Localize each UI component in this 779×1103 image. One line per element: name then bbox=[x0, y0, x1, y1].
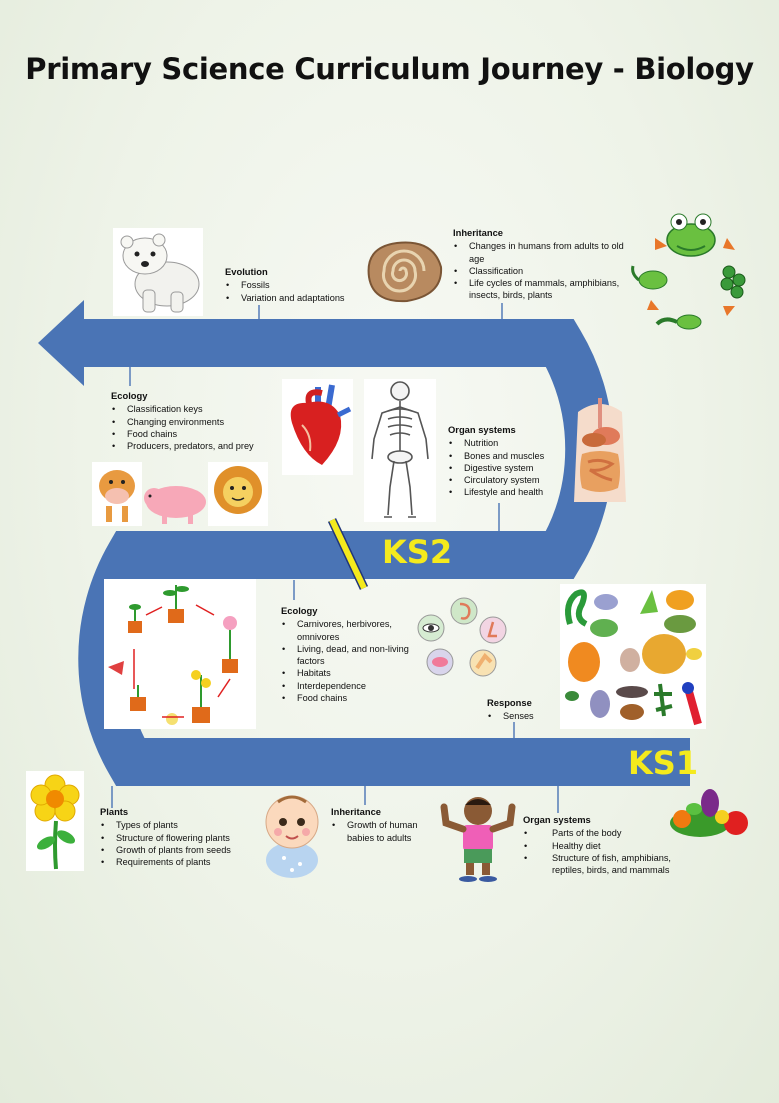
topic-item: Fossils bbox=[225, 279, 365, 292]
topic-item: Producers, predators, and prey bbox=[111, 440, 281, 453]
topic-item: Requirements of plants bbox=[100, 856, 270, 869]
topic-item: Habitats bbox=[281, 667, 411, 680]
topic-item: Life cycles of mammals, amphibians, inse… bbox=[453, 277, 625, 302]
topic-item: Lifestyle and health bbox=[448, 486, 568, 499]
topic-ks2-evolution: Evolution Fossils Variation and adaptati… bbox=[225, 266, 365, 304]
topic-item: Growth of human babies to adults bbox=[331, 819, 435, 844]
topic-item: Structure of flowering plants bbox=[100, 832, 270, 845]
polar-bear-icon bbox=[113, 228, 203, 316]
fossil-icon bbox=[363, 237, 445, 304]
baby-icon bbox=[256, 790, 328, 880]
plant-growth-cycle-icon bbox=[104, 579, 256, 729]
topic-item: Variation and adaptations bbox=[225, 292, 365, 305]
topic-heading: Plants bbox=[100, 806, 129, 817]
topic-item: Living, dead, and non-living factors bbox=[281, 643, 411, 668]
topic-ks1-response: Response Senses bbox=[487, 697, 567, 723]
topic-heading: Organ systems bbox=[523, 814, 591, 825]
topic-item: Structure of fish, amphibians, reptiles,… bbox=[523, 852, 693, 877]
topic-ks2-organ-systems: Organ systems Nutrition Bones and muscle… bbox=[448, 424, 568, 499]
topic-item: Nutrition bbox=[448, 437, 568, 450]
leader-lines bbox=[111, 303, 559, 813]
topic-item: Classification keys bbox=[111, 403, 281, 416]
vegetables-icon bbox=[664, 785, 750, 841]
skeleton-icon bbox=[364, 379, 436, 522]
topic-item: Senses bbox=[487, 710, 567, 723]
topic-item: Changing environments bbox=[111, 416, 281, 429]
topic-heading: Inheritance bbox=[453, 227, 504, 238]
topic-item: Types of plants bbox=[100, 819, 270, 832]
flower-icon bbox=[26, 771, 84, 871]
topic-item: Interdependence bbox=[281, 680, 411, 693]
topic-item: Bones and muscles bbox=[448, 450, 568, 463]
boy-icon bbox=[438, 793, 518, 883]
ks2-label: KS2 bbox=[382, 533, 453, 571]
topic-item: Digestive system bbox=[448, 462, 568, 475]
topic-item: Changes in humans from adults to old age bbox=[453, 240, 625, 265]
topic-item: Carnivores, herbivores, omnivores bbox=[281, 618, 411, 643]
topic-ks1-ecology: Ecology Carnivores, herbivores, omnivore… bbox=[281, 605, 411, 705]
animals-icon bbox=[560, 584, 706, 729]
topic-item: Circulatory system bbox=[448, 474, 568, 487]
road-arrowhead bbox=[38, 300, 84, 386]
topic-item: Parts of the body bbox=[523, 827, 693, 840]
digestive-system-icon bbox=[562, 392, 638, 510]
topic-ks1-inheritance: Inheritance Growth of human babies to ad… bbox=[331, 806, 435, 844]
topic-item: Classification bbox=[453, 265, 625, 278]
senses-icon bbox=[415, 596, 510, 682]
frog-life-cycle-icon bbox=[631, 208, 749, 338]
topic-ks2-ecology: Ecology Classification keys Changing env… bbox=[111, 390, 281, 453]
farm-animals-icon bbox=[92, 462, 268, 526]
topic-heading: Response bbox=[487, 697, 532, 708]
topic-item: Food chains bbox=[281, 692, 411, 705]
topic-item: Healthy diet bbox=[523, 840, 693, 853]
topic-item: Food chains bbox=[111, 428, 281, 441]
topic-heading: Organ systems bbox=[448, 424, 516, 435]
heart-icon bbox=[282, 379, 353, 475]
topic-ks1-organ-systems: Organ systems Parts of the body Healthy … bbox=[523, 814, 693, 876]
topic-heading: Evolution bbox=[225, 266, 268, 277]
topic-ks2-inheritance: Inheritance Changes in humans from adult… bbox=[453, 227, 625, 302]
topic-heading: Inheritance bbox=[331, 806, 382, 817]
topic-heading: Ecology bbox=[281, 605, 318, 616]
topic-heading: Ecology bbox=[111, 390, 148, 401]
topic-ks1-plants: Plants Types of plants Structure of flow… bbox=[100, 806, 270, 869]
topic-item: Growth of plants from seeds bbox=[100, 844, 270, 857]
ks1-label: KS1 bbox=[628, 744, 699, 782]
page-title: Primary Science Curriculum Journey - Bio… bbox=[25, 52, 754, 86]
